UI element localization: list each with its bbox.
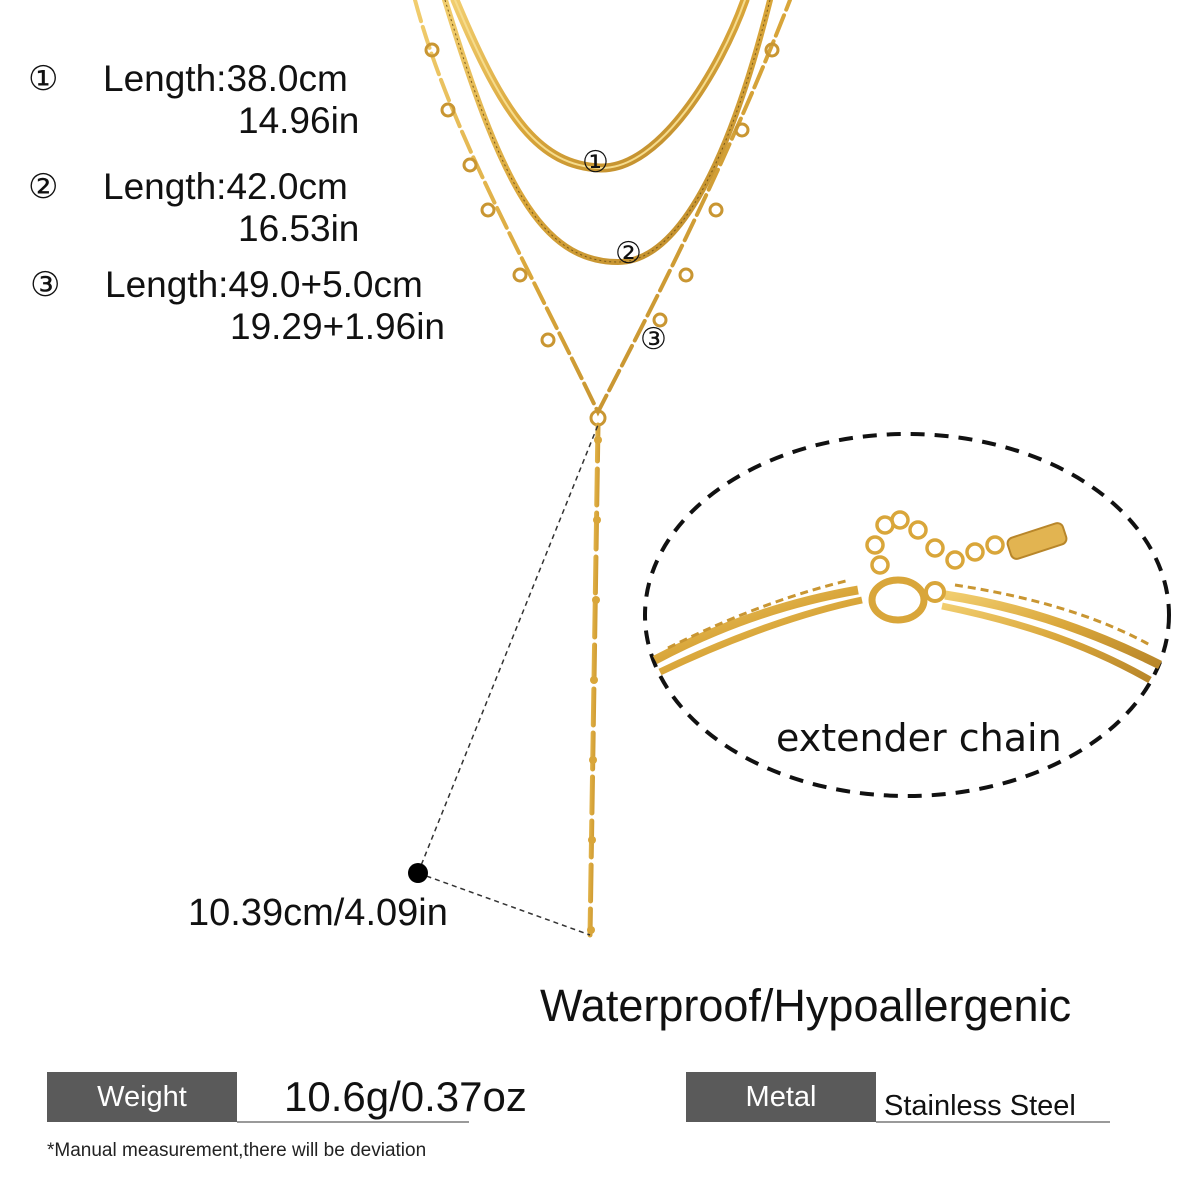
weight-underline — [237, 1121, 469, 1123]
weight-value: 10.6g/0.37oz — [284, 1073, 527, 1120]
spec-1-length: Length:38.0cm — [103, 58, 348, 99]
measure-dot — [408, 863, 428, 883]
chain-3 — [413, 0, 792, 417]
metal-underline — [876, 1121, 1110, 1123]
weight-label: Weight — [47, 1072, 237, 1122]
chain-1-marker: ① — [582, 145, 609, 180]
measurement-note: *Manual measurement,there will be deviat… — [47, 1140, 427, 1161]
chain-2 — [442, 0, 773, 266]
extender-chain-label: extender chain — [776, 716, 1062, 760]
metal-value: Stainless Steel — [884, 1090, 1076, 1122]
spec-chain-1: ① Length:38.0cm 14.96in — [28, 58, 448, 148]
lariat-drop-length: 10.39cm/4.09in — [188, 892, 448, 934]
spec-chain-2: ② Length:42.0cm 16.53in — [28, 166, 448, 256]
marker-3: ③ — [30, 265, 61, 305]
lariat-beads — [587, 436, 602, 934]
chain-3-rings — [424, 42, 780, 427]
marker-2: ② — [28, 167, 59, 207]
spec-chain-3: ③ Length:49.0+5.0cm 19.29+1.96in — [30, 264, 470, 354]
metal-label: Metal — [686, 1072, 876, 1122]
extender-oval — [643, 432, 1171, 798]
chain-3-marker: ③ — [640, 322, 667, 357]
chain-1 — [450, 0, 750, 173]
chain-2-marker: ② — [615, 236, 642, 271]
spec-2-inches: 16.53in — [238, 208, 360, 249]
spec-1-inches: 14.96in — [238, 100, 360, 141]
spec-3-inches: 19.29+1.96in — [230, 306, 446, 347]
spec-3-length: Length:49.0+5.0cm — [105, 264, 423, 305]
spec-2-length: Length:42.0cm — [103, 166, 348, 207]
extender-closeup — [652, 510, 1163, 684]
marker-1: ① — [28, 59, 59, 99]
features-text: Waterproof/Hypoallergenic — [540, 980, 1072, 1031]
